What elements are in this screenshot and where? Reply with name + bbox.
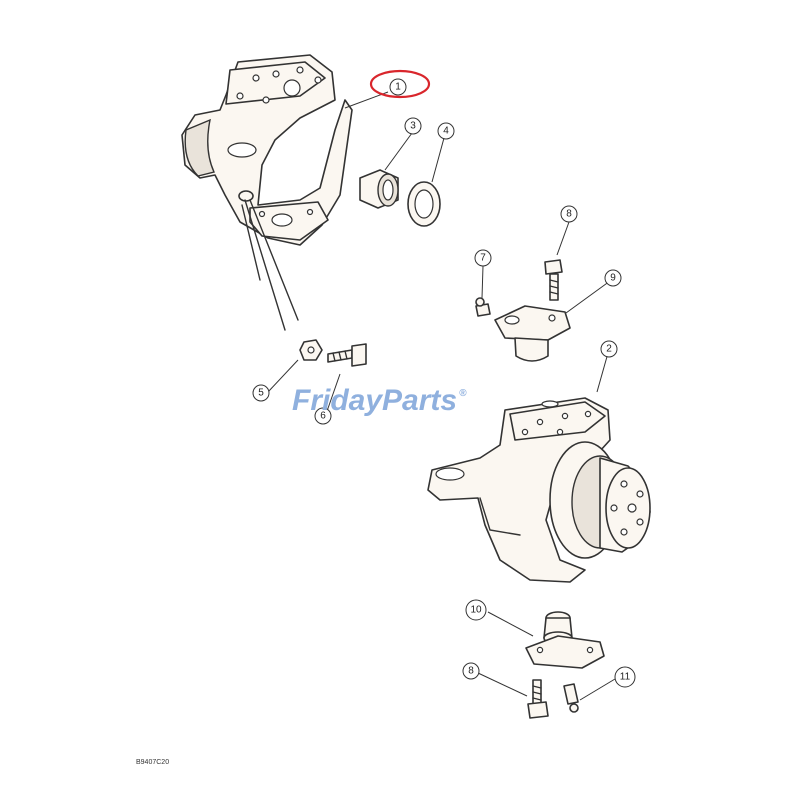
- callout-1-highlight-ring: [369, 69, 431, 99]
- diagram-code: B9407C20: [136, 759, 169, 766]
- lower-pivot-part[interactable]: [525, 611, 605, 669]
- nut-part[interactable]: [299, 339, 323, 361]
- watermark-logo: FridayParts®: [292, 384, 467, 417]
- callout-10[interactable]: 10: [465, 599, 487, 621]
- callout-5-label: 5: [258, 388, 264, 399]
- callout-1[interactable]: 1: [389, 78, 407, 96]
- knuckle-housing-part[interactable]: [181, 54, 353, 331]
- callout-7-label: 7: [480, 253, 486, 264]
- callout-9-label: 9: [610, 273, 616, 284]
- bolt-upper-part[interactable]: [544, 259, 563, 301]
- callout-3[interactable]: 3: [404, 117, 422, 135]
- callout-7[interactable]: 7: [474, 249, 492, 267]
- callout-4[interactable]: 4: [437, 122, 455, 140]
- callout-11-label: 11: [620, 672, 631, 683]
- bolt-lower-part[interactable]: [527, 679, 549, 719]
- leader-lines: [267, 91, 616, 701]
- callout-2-label: 2: [606, 344, 612, 355]
- callout-4-label: 4: [443, 126, 449, 137]
- callout-3-label: 3: [410, 121, 416, 132]
- watermark-registered: ®: [459, 388, 467, 399]
- steering-knuckle-part[interactable]: [427, 397, 651, 583]
- callout-6[interactable]: 6: [314, 407, 332, 425]
- watermark-text: FridayParts: [292, 384, 457, 417]
- callout-5[interactable]: 5: [252, 384, 270, 402]
- callout-8-upper[interactable]: 8: [560, 205, 578, 223]
- svg-text:FridayParts®: FridayParts®: [292, 384, 467, 417]
- callout-9[interactable]: 9: [604, 269, 622, 287]
- pivot-cap-part[interactable]: [494, 305, 571, 362]
- callout-1-label: 1: [395, 82, 401, 93]
- callout-10-label: 10: [470, 605, 482, 616]
- callout-8-lower-label: 8: [468, 666, 474, 677]
- callout-2[interactable]: 2: [600, 340, 618, 358]
- grease-fitting-part[interactable]: [475, 297, 491, 317]
- callout-6-label: 6: [320, 411, 326, 422]
- grease-fitting-lower-part[interactable]: [563, 683, 579, 713]
- bolt-side-part[interactable]: [327, 343, 367, 367]
- seal-part[interactable]: [407, 181, 441, 227]
- callout-8-upper-label: 8: [566, 209, 572, 220]
- bushing-part[interactable]: [359, 169, 399, 209]
- callout-11[interactable]: 11: [614, 666, 636, 688]
- callout-8-lower[interactable]: 8: [462, 662, 480, 680]
